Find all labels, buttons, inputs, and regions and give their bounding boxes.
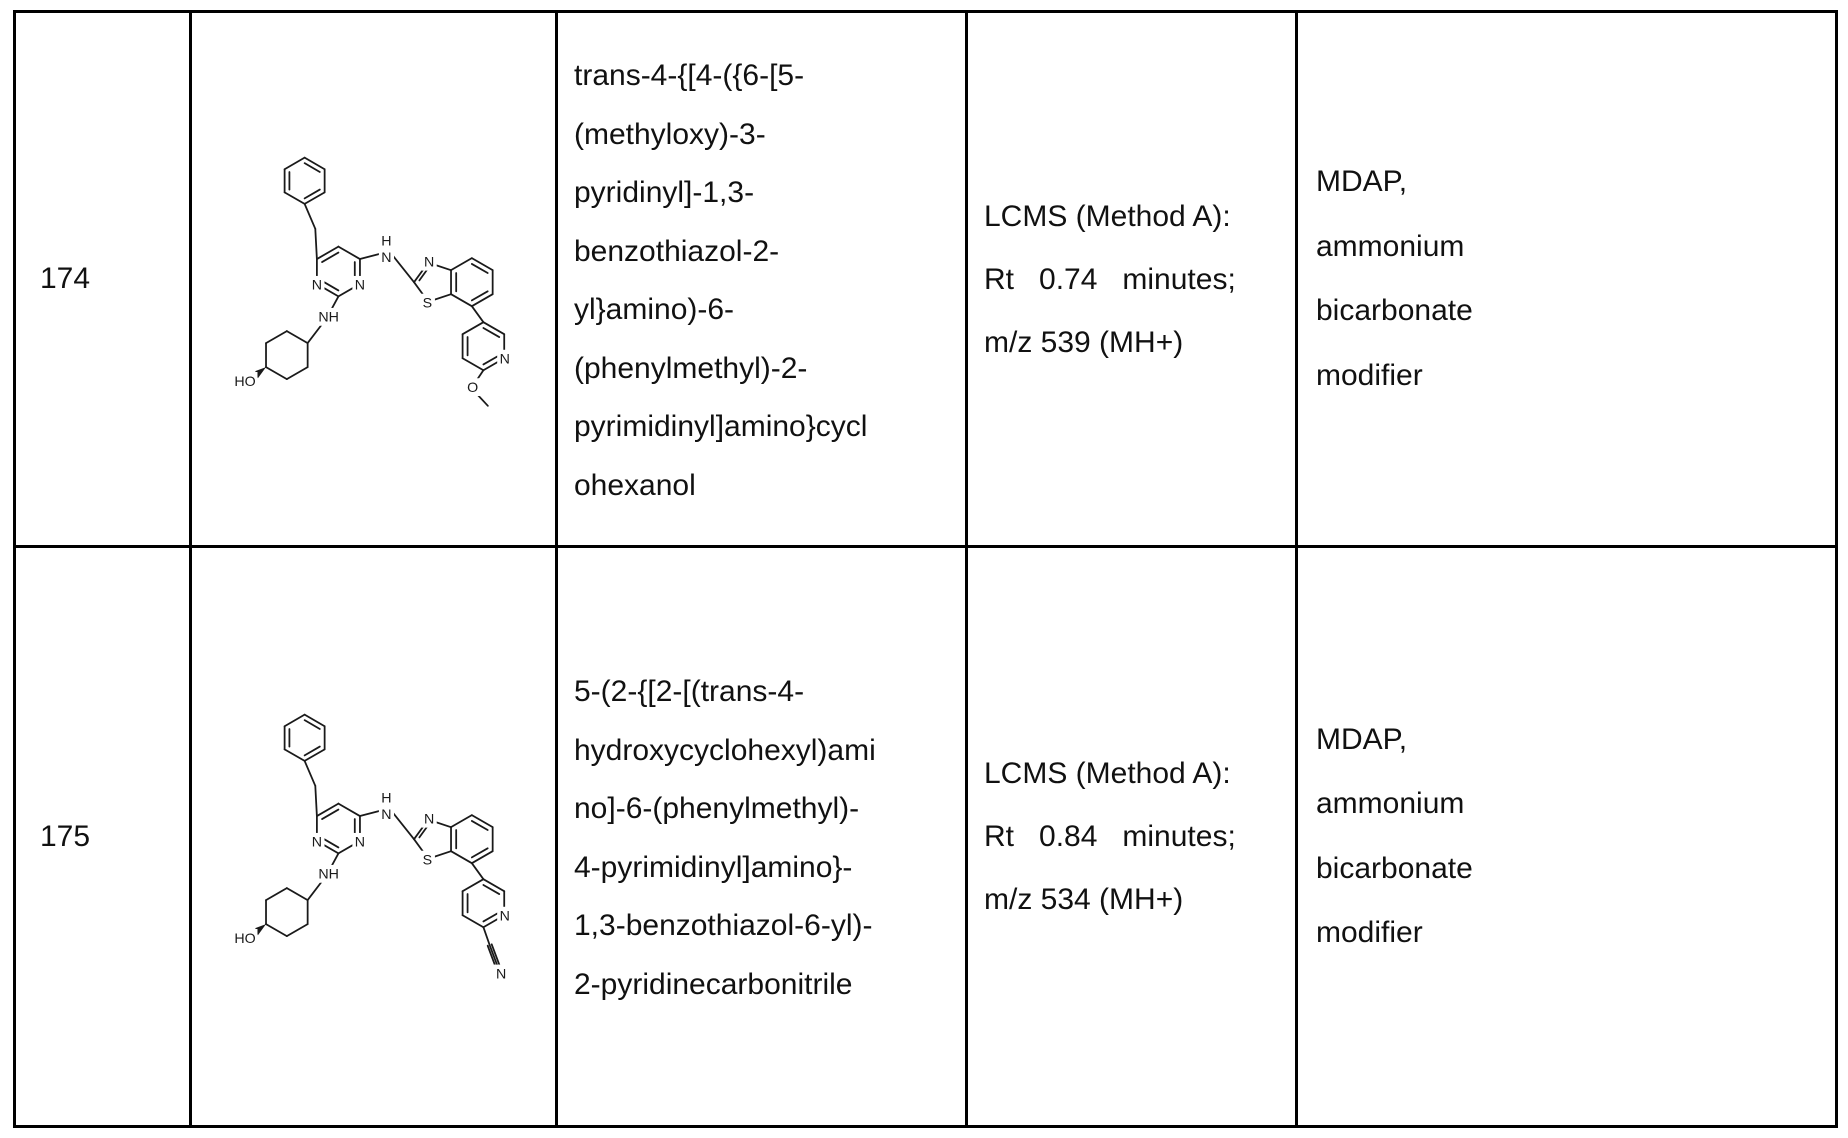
svg-text:HO: HO <box>234 373 255 389</box>
svg-text:HO: HO <box>234 931 255 947</box>
svg-text:NH: NH <box>318 867 339 883</box>
svg-text:N: N <box>354 277 364 293</box>
svg-text:N: N <box>354 835 364 851</box>
compound-number: 174 <box>13 10 192 548</box>
svg-text:N: N <box>381 250 391 266</box>
lcms-data: LCMS (Method A): Rt 0.74 minutes; m/z 53… <box>965 10 1298 548</box>
svg-text:S: S <box>422 853 431 869</box>
compound-name: trans-4-{[4-({6-[5- (methyloxy)-3- pyrid… <box>555 10 968 548</box>
svg-text:N: N <box>499 351 509 367</box>
svg-text:N: N <box>311 835 321 851</box>
svg-text:O: O <box>467 380 478 396</box>
purification-method: MDAP, ammonium bicarbonate modifier <box>1295 10 1838 548</box>
svg-text:NH: NH <box>318 309 339 325</box>
purification-method: MDAP, ammonium bicarbonate modifier <box>1295 545 1838 1128</box>
svg-text:N: N <box>424 254 434 270</box>
svg-text:N: N <box>311 277 321 293</box>
compound-name: 5-(2-{[2-[(trans-4- hydroxycyclohexyl)am… <box>555 545 968 1128</box>
svg-text:N: N <box>381 807 391 823</box>
lcms-data: LCMS (Method A): Rt 0.84 minutes; m/z 53… <box>965 545 1298 1128</box>
svg-text:S: S <box>422 295 431 311</box>
svg-text:N: N <box>499 909 509 925</box>
svg-text:N: N <box>424 812 434 828</box>
compound-number: 175 <box>13 545 192 1128</box>
svg-text:N: N <box>496 966 506 982</box>
svg-text:H: H <box>381 790 391 806</box>
svg-text:H: H <box>381 233 391 249</box>
